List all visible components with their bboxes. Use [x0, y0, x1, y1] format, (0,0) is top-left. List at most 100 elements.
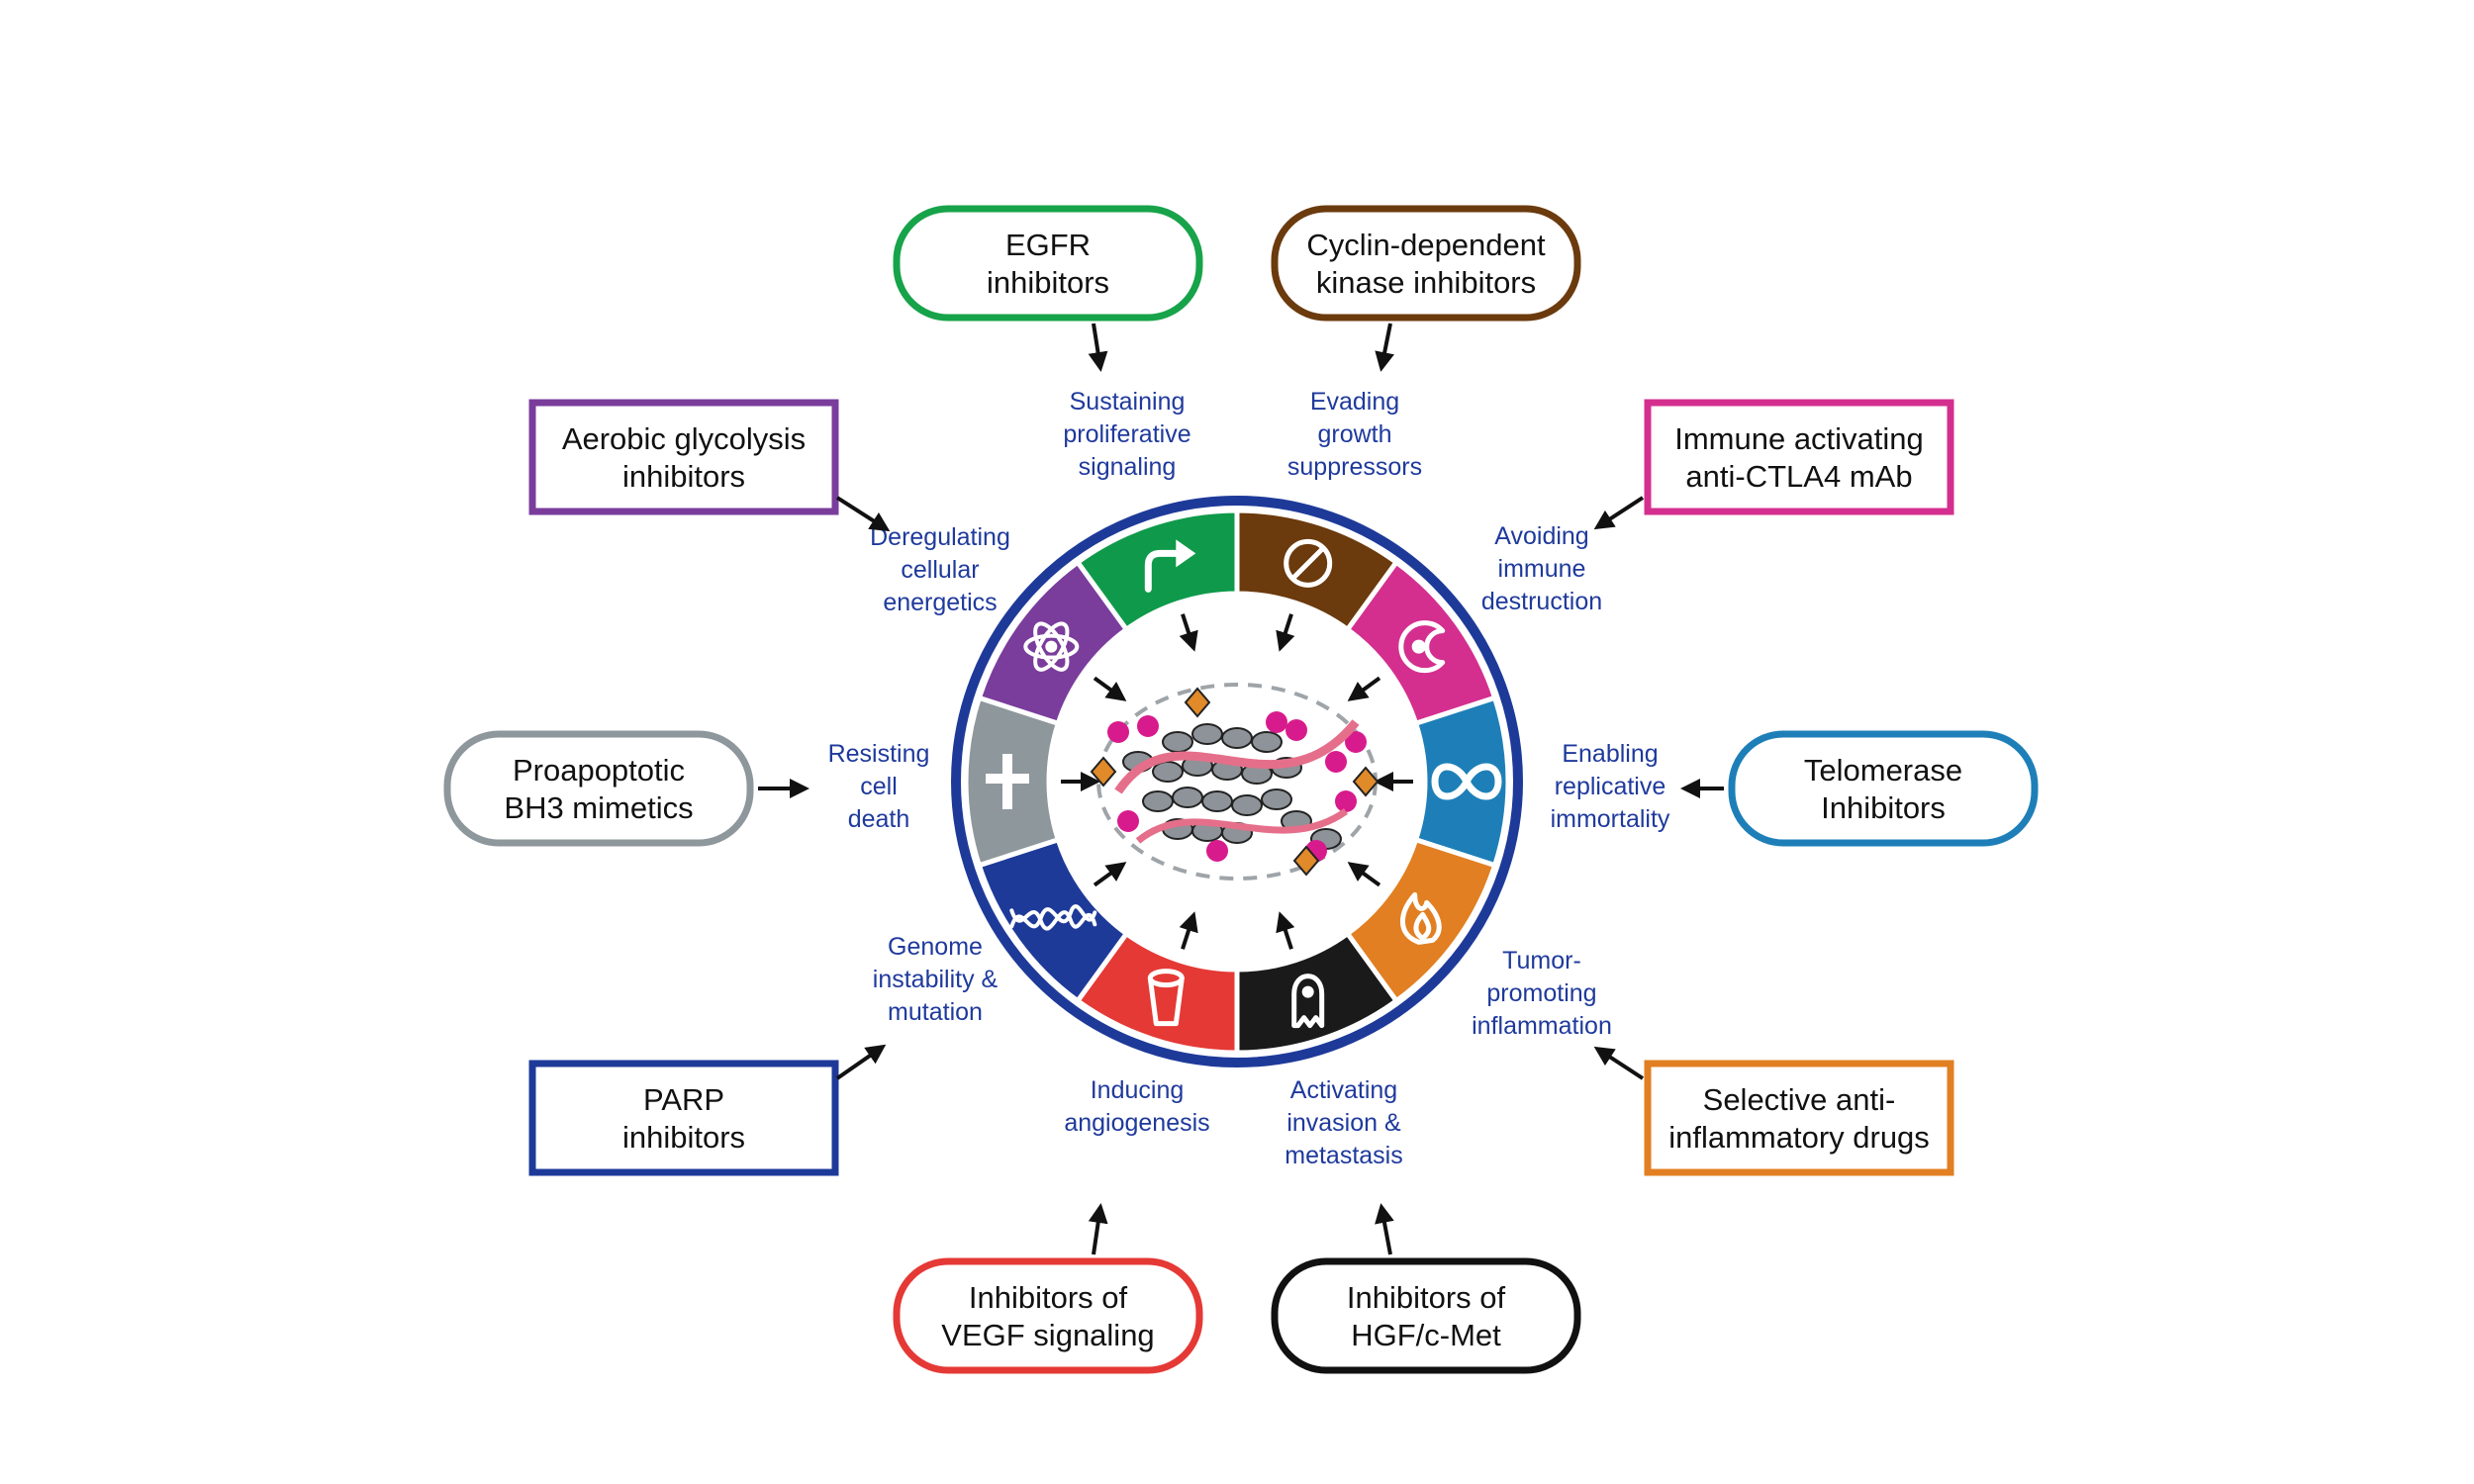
fibroblast — [1352, 766, 1380, 797]
drug-label-line: Immune activating — [1674, 421, 1924, 456]
hallmark-label-line: metastasis — [1285, 1142, 1402, 1169]
hallmark-label-line: cell — [860, 773, 898, 800]
immune-cell — [1137, 715, 1159, 737]
inner-arrow — [1093, 676, 1127, 701]
hallmark-label-line: Deregulating — [870, 523, 1010, 551]
fibroblast — [1292, 845, 1320, 877]
immune-cell — [1325, 751, 1347, 773]
outer-arrow — [835, 496, 891, 532]
immune-cell — [1107, 721, 1129, 743]
tumor-cell — [1172, 787, 1203, 808]
drug-label-line: inflammatory drugs — [1668, 1120, 1930, 1155]
fibroblast — [1184, 687, 1211, 718]
hallmark-label-line: Sustaining — [1070, 388, 1186, 416]
hallmark-label: Enabling replicative immortality — [1551, 740, 1670, 833]
drug-box: Selective anti-inflammatory drugs — [1644, 1060, 1954, 1176]
hallmark-label-line: replicative — [1555, 773, 1666, 800]
tumor-cell — [1191, 723, 1223, 745]
drug-box-border — [893, 205, 1203, 322]
hallmark-label-line: promoting — [1486, 979, 1596, 1007]
infinity-icon — [1431, 763, 1502, 800]
hallmark-label-line: Activating — [1290, 1076, 1397, 1104]
flame-icon — [1400, 891, 1442, 945]
tumor-cell — [1251, 731, 1283, 753]
hallmark-label-line: immortality — [1551, 805, 1670, 833]
hallmark-label-line: destruction — [1481, 588, 1602, 615]
drug-label-line: Cyclin-dependent — [1306, 228, 1546, 262]
outer-arrow — [1088, 1203, 1108, 1255]
drug-label-line: Inhibitors of — [969, 1280, 1128, 1315]
tumor-cell — [1231, 794, 1263, 816]
tumor-cell — [1221, 727, 1253, 749]
drug-box-border — [1728, 730, 2039, 847]
outer-arrow — [1375, 1203, 1394, 1255]
drug-label-line: PARP — [643, 1082, 724, 1117]
immune-cell — [1206, 840, 1228, 862]
hallmark-label-line: signaling — [1079, 453, 1177, 481]
drug-label-line: Aerobic glycolysis — [562, 421, 806, 456]
drug-label-line: inhibitors — [622, 459, 745, 494]
hallmark-label-line: suppressors — [1287, 453, 1422, 481]
outer-arrow — [835, 1044, 887, 1080]
outer-arrow — [1593, 1046, 1645, 1080]
tumor-vessel — [1114, 719, 1360, 794]
hallmark-label: Avoiding immune destruction — [1481, 522, 1602, 615]
arrow-turn-icon — [1144, 539, 1196, 593]
drug-label-line: VEGF signaling — [941, 1318, 1154, 1352]
inner-arrow — [1276, 911, 1295, 950]
hallmark-label-line: Avoiding — [1494, 522, 1588, 550]
tumor-cell — [1201, 790, 1233, 812]
hallmark-label-line: cellular — [901, 556, 979, 584]
hallmark-label-line: immune — [1498, 555, 1586, 583]
tumor-cell — [1162, 731, 1193, 753]
hallmark-label-line: Enabling — [1562, 740, 1658, 768]
hallmark-segments — [963, 508, 1511, 1056]
ring-inner-white — [1051, 596, 1423, 968]
drug-box-border — [528, 399, 839, 515]
tumor-cell — [1152, 761, 1184, 783]
hallmark-label-line: instability & — [873, 966, 999, 993]
inner-arrow — [1347, 862, 1381, 887]
tumor-vessel — [1135, 808, 1349, 844]
drug-box-border — [443, 730, 754, 847]
hallmark-label-line: inflammation — [1472, 1012, 1612, 1040]
drug-label-line: Inhibitors — [1821, 790, 1946, 825]
drug-box-border — [1271, 205, 1581, 322]
hallmark-label: Deregulating cellular energetics — [870, 523, 1010, 616]
outer-arrow — [1375, 323, 1394, 372]
outer-arrows — [758, 323, 1724, 1255]
tumor-cell — [1261, 788, 1292, 810]
hallmark-label-line: energetics — [883, 589, 997, 616]
drug-label-line: inhibitors — [987, 265, 1109, 300]
immune-cell — [1285, 719, 1307, 741]
hallmark-label-line: angiogenesis — [1064, 1109, 1209, 1137]
inner-arrow — [1093, 862, 1127, 887]
drug-box-border — [528, 1060, 839, 1176]
drug-label-line: Selective anti- — [1703, 1082, 1896, 1117]
hallmark-label-line: death — [848, 805, 910, 833]
drug-label-line: EGFR — [1005, 228, 1091, 262]
drug-label-line: kinase inhibitors — [1316, 265, 1536, 300]
hallmark-label-line: Evading — [1310, 388, 1399, 416]
inner-arrows — [1061, 613, 1413, 950]
